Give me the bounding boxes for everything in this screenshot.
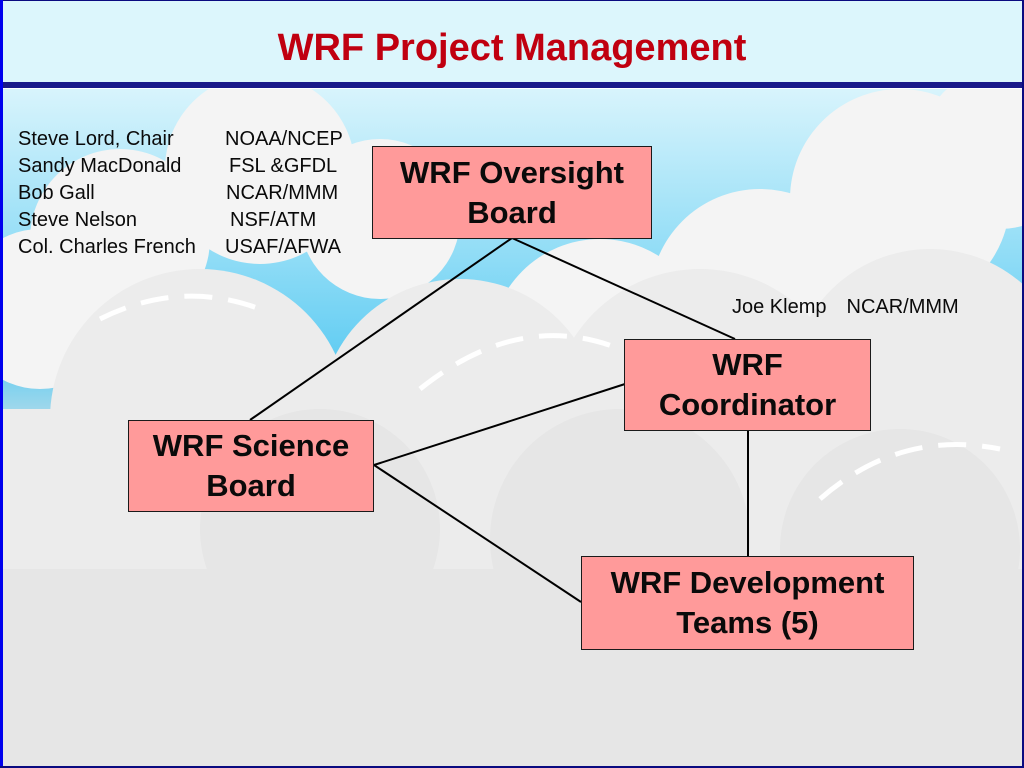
coordinator-person-name: Joe Klemp [732,296,827,318]
edge-science-coordinator [373,383,626,466]
cloud-background [0,89,1024,768]
box-label-line1: WRF Development [610,565,885,600]
box-label-line1: WRF Science [152,428,350,463]
slide-right-border [1022,0,1024,768]
member-org: NCAR/MMM [226,182,339,204]
box-label-line1: WRF [712,347,783,382]
oversight-board-box: WRF Oversight Board [372,146,652,239]
edge-science-development [373,464,582,603]
member-org: NOAA/NCEP [225,128,343,150]
box-label-line2: Board [206,468,296,503]
title-bar: WRF Project Management [0,0,1024,82]
development-teams-box: WRF Development Teams (5) [581,556,914,650]
box-label-line2: Teams (5) [676,605,819,640]
title-divider [0,82,1024,89]
member-name: Steve Nelson [18,209,137,231]
member-name: Sandy MacDonald [18,155,182,177]
box-label-line2: Board [467,194,557,230]
member-org: USAF/AFWA [225,236,341,258]
edge-oversight-science [249,237,513,421]
slide-left-border [0,0,3,768]
member-org: FSL &GFDL [229,155,338,177]
member-name: Col. Charles French [18,236,196,258]
member-name: Bob Gall [18,182,95,204]
science-board-box: WRF Science Board [128,420,374,512]
member-org: NSF/ATM [230,209,317,231]
coordinator-person-label: Joe Klemp NCAR/MMM [732,296,959,319]
slide-title: WRF Project Management [277,27,747,69]
box-label-line1: WRF Oversight [400,154,624,190]
coordinator-person-org: NCAR/MMM [846,296,959,318]
edge-oversight-coordinator [511,237,736,340]
coordinator-box: WRF Coordinator [624,339,871,431]
member-name: Steve Lord, Chair [18,128,174,150]
slide-bottom-border [0,766,1024,768]
box-label-line2: Coordinator [658,387,837,422]
